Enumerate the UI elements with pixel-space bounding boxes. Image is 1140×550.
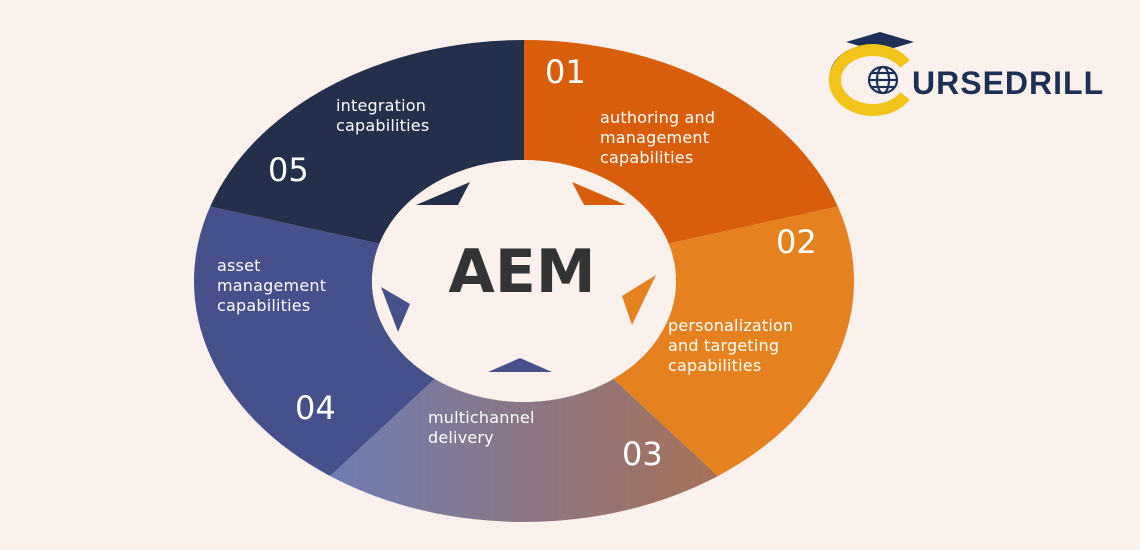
label-line: and targeting [668, 336, 780, 355]
arrow-triangle-icon [381, 287, 410, 332]
segment-number-01: 01 [545, 53, 586, 91]
ring-segment-02 [613, 206, 854, 476]
label-line: asset [217, 256, 261, 275]
arrow-triangle-icon [572, 182, 626, 205]
label-line: management [217, 276, 327, 295]
label-line: authoring and [600, 108, 716, 127]
ring-segment-03 [330, 378, 718, 522]
ring-segment-04 [194, 206, 435, 476]
segment-label-04: asset management capabilities [217, 256, 326, 316]
label-line: capabilities [600, 148, 694, 167]
segment-label-01: authoring and management capabilities [600, 108, 715, 168]
label-line: capabilities [336, 116, 430, 135]
arrow-triangle-icon [488, 358, 552, 372]
ring-segment-05 [210, 40, 524, 244]
segment-number-05: 05 [268, 151, 309, 189]
label-line: capabilities [217, 296, 311, 315]
segment-label-05: integration capabilities [336, 96, 429, 136]
logo-text: URSEDRILL [912, 65, 1105, 101]
label-line: delivery [428, 428, 494, 447]
segment-number-03: 03 [622, 435, 663, 473]
label-line: multichannel [428, 408, 535, 427]
label-line: management [600, 128, 710, 147]
segment-number-04: 04 [295, 389, 336, 427]
label-line: personalization [668, 316, 794, 335]
segment-label-03: multichannel delivery [428, 408, 535, 448]
segment-number-02: 02 [776, 223, 817, 261]
segment-label-02: personalization and targeting capabiliti… [668, 316, 793, 376]
center-circle [372, 160, 676, 402]
arrow-triangle-icon [416, 182, 470, 205]
label-line: capabilities [668, 356, 762, 375]
arrow-triangle-icon [622, 275, 656, 325]
ring-segment-01 [524, 40, 838, 244]
label-line: integration [336, 96, 427, 115]
center-label: AEM [448, 237, 596, 307]
